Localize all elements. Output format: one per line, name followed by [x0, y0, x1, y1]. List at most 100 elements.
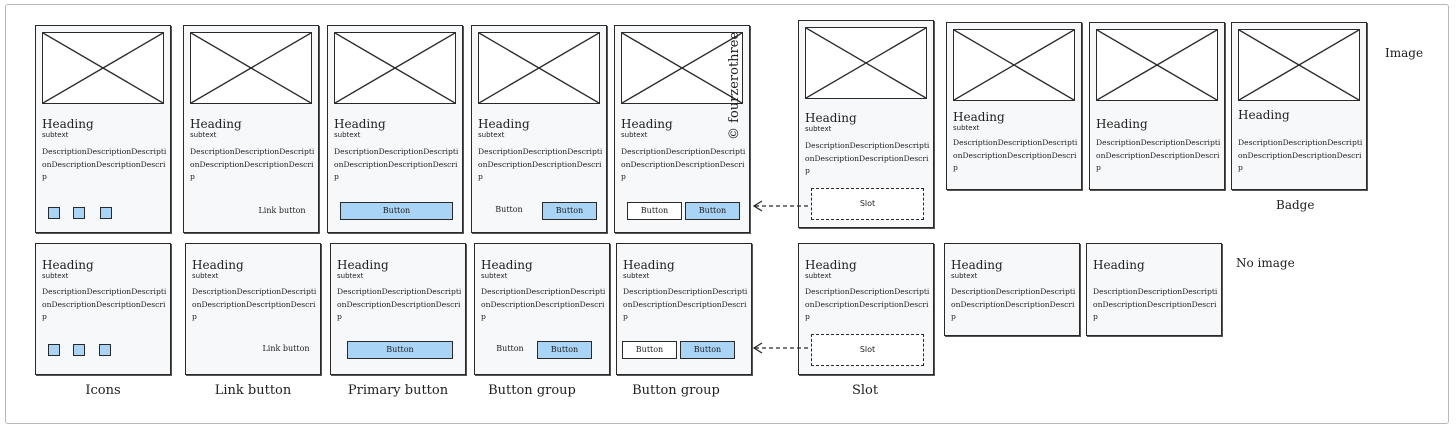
card-heading: Heading: [478, 117, 530, 131]
label-icons: Icons: [85, 383, 121, 398]
card-description: DescriptionDescriptionDescriptionDescrip…: [623, 287, 748, 322]
card-description: DescriptionDescriptionDescriptionDescrip…: [337, 287, 462, 322]
link-button[interactable]: Link button: [258, 206, 306, 215]
label-button-group: Button group: [488, 383, 576, 398]
primary-button[interactable]: Button: [340, 202, 453, 220]
card-heading: Heading: [42, 117, 94, 131]
link-button[interactable]: Link button: [262, 344, 310, 353]
blue-square-icon[interactable]: [48, 344, 60, 356]
card-image-badge-subtext: Heading subtext DescriptionDescriptionDe…: [946, 22, 1082, 190]
card-description: DescriptionDescriptionDescriptionDescrip…: [951, 287, 1076, 322]
slot-placeholder: Slot: [811, 188, 924, 220]
card-image-badge: Heading DescriptionDescriptionDescriptio…: [1089, 22, 1225, 190]
card-heading: Heading: [1093, 258, 1145, 272]
slot-placeholder: Slot: [811, 334, 924, 366]
card-heading: Heading: [623, 258, 675, 272]
image-placeholder-icon: [621, 32, 743, 104]
card-heading: Heading: [337, 258, 389, 272]
image-placeholder-icon: [478, 32, 600, 104]
card-description: DescriptionDescriptionDescriptionDescrip…: [953, 138, 1078, 173]
card-noimage-link-button: Heading subtext DescriptionDescriptionDe…: [185, 243, 321, 375]
card-description: DescriptionDescriptionDescriptionDescrip…: [42, 287, 167, 322]
card-heading: Heading: [1238, 108, 1290, 122]
card-subtext: subtext: [623, 272, 650, 280]
card-description: DescriptionDescriptionDescriptionDescrip…: [1238, 138, 1363, 173]
primary-button[interactable]: Button: [542, 202, 597, 220]
card-description: DescriptionDescriptionDescriptionDescrip…: [192, 287, 317, 322]
card-image-icons: Heading subtext DescriptionDescriptionDe…: [35, 25, 171, 233]
card-image-link-button: Heading subtext DescriptionDescriptionDe…: [183, 25, 319, 233]
card-description: DescriptionDescriptionDescriptionDescrip…: [1096, 138, 1221, 173]
label-image: Image: [1385, 46, 1424, 60]
image-placeholder-icon: [805, 27, 927, 99]
card-image-badge-compact: Heading DescriptionDescriptionDescriptio…: [1231, 22, 1367, 190]
secondary-button[interactable]: Button: [622, 341, 677, 359]
image-placeholder-icon: [334, 32, 456, 104]
card-image-primary-button: Heading subtext DescriptionDescriptionDe…: [327, 25, 463, 233]
card-image-button-group: Heading subtext DescriptionDescriptionDe…: [471, 25, 607, 233]
card-noimage-badge-subtext: Heading subtext DescriptionDescriptionDe…: [944, 243, 1080, 336]
card-noimage-slot: Heading subtext DescriptionDescriptionDe…: [798, 243, 934, 375]
image-placeholder-icon: [1096, 29, 1218, 101]
image-placeholder-icon: [42, 32, 164, 104]
card-heading: Heading: [481, 258, 533, 272]
card-subtext: subtext: [42, 272, 69, 280]
blue-square-icon[interactable]: [48, 207, 60, 219]
card-subtext: subtext: [478, 131, 505, 139]
watermark: © fourzerothree: [727, 32, 742, 140]
label-link-button: Link button: [214, 383, 292, 398]
blue-square-icon[interactable]: [100, 207, 112, 219]
card-subtext: subtext: [334, 131, 361, 139]
card-image-slot: Heading subtext DescriptionDescriptionDe…: [798, 20, 934, 228]
card-subtext: subtext: [190, 131, 217, 139]
card-subtext: subtext: [621, 131, 648, 139]
card-subtext: subtext: [481, 272, 508, 280]
card-description: DescriptionDescriptionDescriptionDescrip…: [42, 147, 167, 182]
card-heading: Heading: [805, 258, 857, 272]
card-subtext: subtext: [42, 131, 69, 139]
card-description: DescriptionDescriptionDescriptionDescrip…: [805, 141, 930, 176]
blue-square-icon[interactable]: [73, 344, 85, 356]
card-subtext: subtext: [805, 125, 832, 133]
card-description: DescriptionDescriptionDescriptionDescrip…: [805, 287, 930, 322]
secondary-button[interactable]: Button: [627, 202, 682, 220]
card-description: DescriptionDescriptionDescriptionDescrip…: [481, 287, 606, 322]
label-badge: Badge: [1276, 198, 1315, 212]
card-heading: Heading: [805, 111, 857, 125]
card-noimage-badge: Heading DescriptionDescriptionDescriptio…: [1086, 243, 1222, 336]
card-heading: Heading: [334, 117, 386, 131]
label-no-image: No image: [1236, 256, 1295, 270]
card-subtext: subtext: [953, 124, 980, 132]
card-subtext: subtext: [951, 272, 978, 280]
primary-button[interactable]: Button: [680, 341, 735, 359]
card-heading: Heading: [190, 117, 242, 131]
blue-square-icon[interactable]: [73, 207, 85, 219]
card-heading: Heading: [1096, 117, 1148, 131]
blue-square-icon[interactable]: [99, 344, 111, 356]
primary-button[interactable]: Button: [685, 202, 740, 220]
label-slot: Slot: [851, 383, 879, 398]
image-placeholder-icon: [953, 29, 1075, 101]
text-button[interactable]: Button: [496, 344, 524, 353]
primary-button[interactable]: Button: [347, 341, 453, 359]
card-subtext: subtext: [192, 272, 219, 280]
card-subtext: subtext: [805, 272, 832, 280]
card-heading: Heading: [951, 258, 1003, 272]
card-image-button-group-outline: Heading subtext DescriptionDescriptionDe…: [614, 25, 750, 233]
label-button-group-2: Button group: [632, 383, 720, 398]
card-noimage-button-group-outline: Heading subtext DescriptionDescriptionDe…: [616, 243, 752, 375]
primary-button[interactable]: Button: [537, 341, 592, 359]
text-button[interactable]: Button: [495, 205, 523, 214]
card-heading: Heading: [192, 258, 244, 272]
card-subtext: subtext: [337, 272, 364, 280]
card-description: DescriptionDescriptionDescriptionDescrip…: [478, 147, 603, 182]
card-noimage-button-group: Heading subtext DescriptionDescriptionDe…: [474, 243, 610, 375]
card-noimage-icons: Heading subtext DescriptionDescriptionDe…: [35, 243, 171, 375]
card-heading: Heading: [953, 110, 1005, 124]
card-description: DescriptionDescriptionDescriptionDescrip…: [621, 147, 746, 182]
card-heading: Heading: [42, 258, 94, 272]
card-description: DescriptionDescriptionDescriptionDescrip…: [190, 147, 315, 182]
card-description: DescriptionDescriptionDescriptionDescrip…: [1093, 287, 1218, 322]
image-placeholder-icon: [190, 32, 312, 104]
image-placeholder-icon: [1238, 29, 1360, 101]
